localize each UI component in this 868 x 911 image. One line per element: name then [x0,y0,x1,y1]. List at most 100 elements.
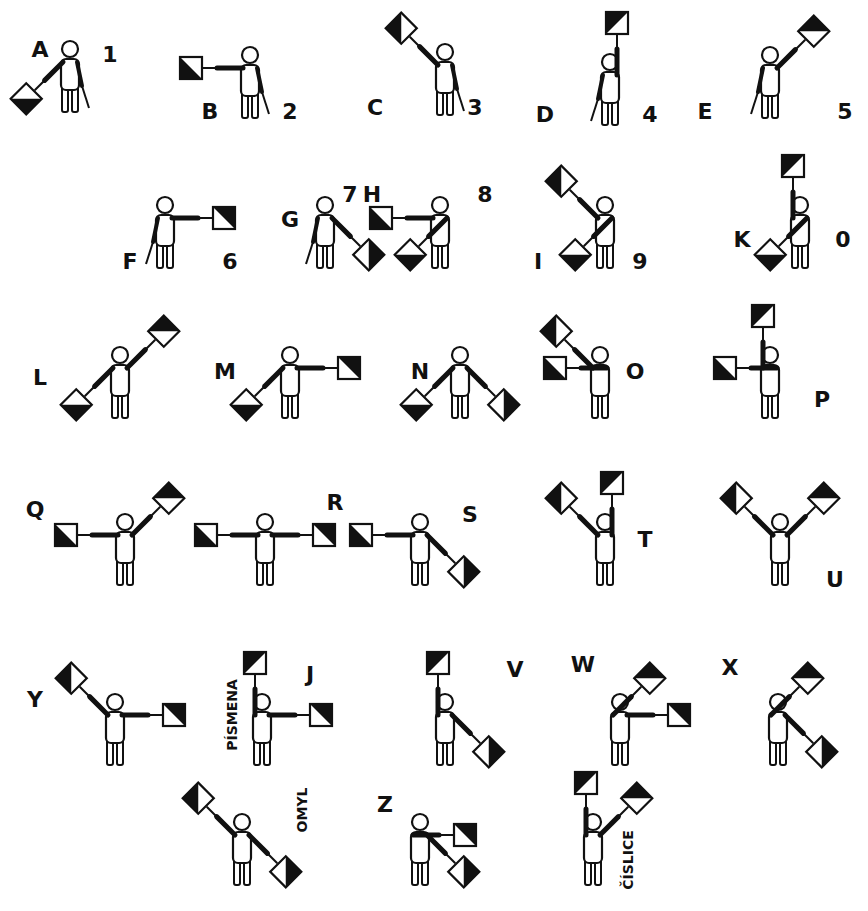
flag [668,704,690,726]
flag [56,663,87,694]
flag-staff [127,340,155,368]
signaller-figure [541,316,609,418]
flag-dark-half [544,357,566,379]
flag-dark-half [798,16,829,47]
flag [808,483,839,514]
furled-flag [591,99,598,121]
resting-arm [452,65,457,89]
flag-staff [427,835,455,863]
flag-field [668,704,690,726]
signal-letter: U [826,569,844,591]
head [242,47,258,63]
flag-dark-half [448,856,479,887]
flag-dark-half [755,239,786,270]
flag-dark-half [180,57,202,79]
flag-staff [255,368,283,396]
flag [448,556,479,587]
signaller-figure [244,652,332,765]
signaller-figure [546,472,623,585]
signal-name: ČÍSLICE [621,830,635,890]
flag-staff [373,534,413,536]
flag-staff [467,368,495,396]
flag-dark-half [560,239,591,270]
signaller-figure [180,47,269,118]
signal-letter: G [281,209,299,231]
flag-field [606,12,628,34]
flag-dark-half [148,316,179,347]
flag-dark-half [55,524,77,546]
flag-dark-half [310,704,332,726]
flag [575,772,597,794]
flag-staff [785,715,813,743]
flag [55,524,77,546]
flag [601,472,623,494]
flag [270,856,301,887]
flag [755,239,786,270]
flag-staff [393,217,433,219]
flag [752,305,774,327]
signaller-figure [55,483,184,585]
signaller-figure [183,783,302,888]
flag-dark-half [606,12,628,34]
flag-dark-half [448,556,479,587]
flag-field [546,483,577,514]
flag-staff [413,834,453,836]
flag-staff [269,714,309,716]
head [234,814,250,830]
flag-field [338,357,360,379]
flag-dark-half [621,783,652,814]
signal-letter: Q [26,499,45,521]
signaller-figure [755,155,809,270]
flag-field [454,824,476,846]
flag-dark-half [401,389,432,420]
signal-letter: J [306,664,314,686]
flag [244,652,266,674]
flag [798,16,829,47]
flag [473,736,504,767]
signaller-figure [751,16,829,118]
flag-staff [85,368,113,396]
flag-staff [203,67,243,69]
flag-field [270,856,301,887]
flag-dark-half [782,155,804,177]
flag [370,207,392,229]
flag-staff [410,37,438,65]
flag-dark-half [213,207,235,229]
flag-staff [616,35,618,75]
flag-dark-half [270,856,301,887]
signal-name: OMYL [295,788,309,833]
signal-letter: Y [27,689,43,711]
flag-staff [777,40,805,68]
head [762,47,778,63]
signaller-figure [427,652,504,767]
head [112,347,128,363]
flag-dark-half [601,472,623,494]
signaller-figure [56,663,185,765]
flag [386,13,417,44]
signal-letter: 0 [835,229,850,251]
signal-letter: B [202,101,219,123]
signal-letter: N [411,361,429,383]
flag-staff [787,507,815,535]
flag-dark-half [353,239,384,270]
flag-dark-half [721,483,752,514]
head [157,197,173,213]
flag [213,207,235,229]
signal-letter: C [367,97,383,119]
flag-staff [737,367,777,369]
signaller-figure [61,316,180,421]
head [257,514,273,530]
flag [634,663,665,694]
flag [401,389,432,420]
flag-staff [627,714,667,716]
flag-dark-half [454,824,476,846]
flag-staff [570,507,598,535]
flag-field [213,207,235,229]
signal-letter: L [33,367,47,389]
flag [606,12,628,34]
head [62,41,78,57]
flag-field [180,57,202,79]
flag-field [634,663,665,694]
head [317,197,333,213]
